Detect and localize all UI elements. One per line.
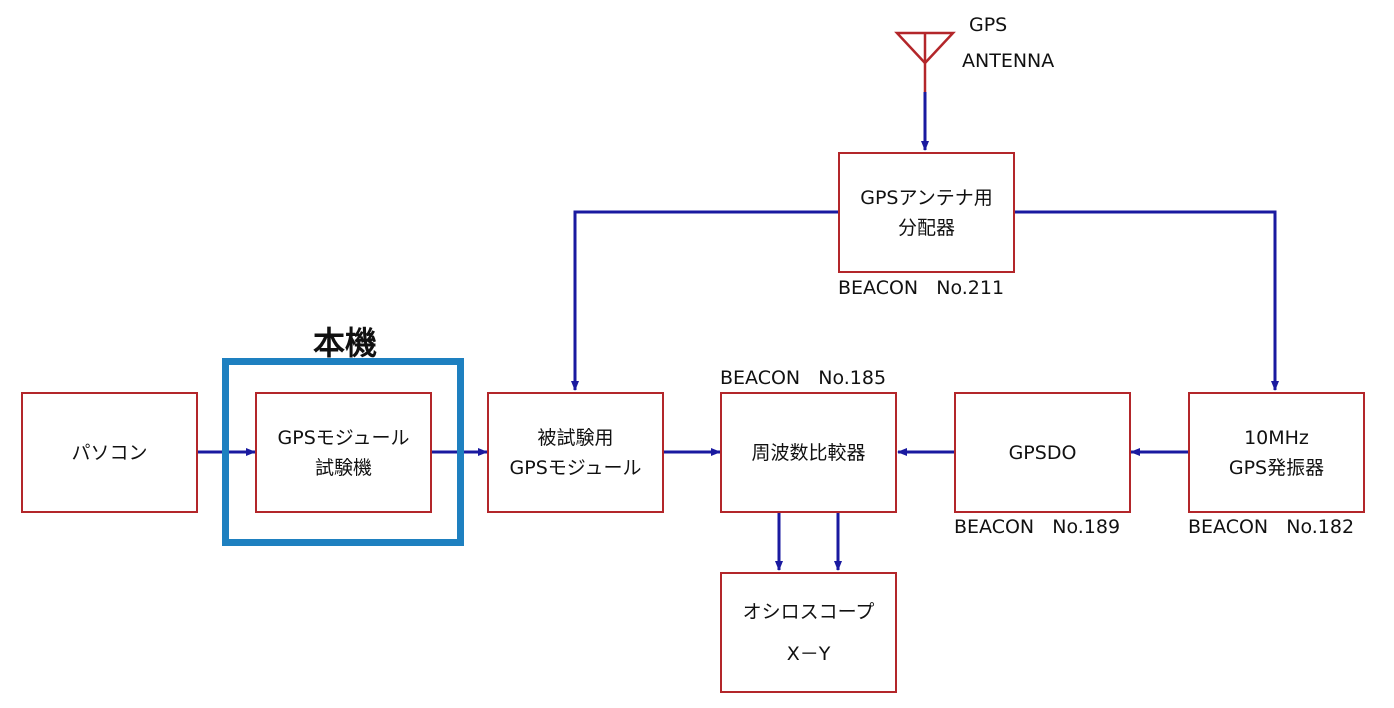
comparator-box: 周波数比較器 [720, 392, 897, 513]
tester-line2: 試験機 [314, 456, 372, 479]
pc-line1: パソコン [71, 441, 148, 464]
pc-box: パソコン [21, 392, 198, 513]
osc10-beacon-label: BEACON No.182 [1188, 516, 1355, 538]
gpsdo-beacon-label: BEACON No.189 [954, 516, 1121, 538]
wire-splitter-dut [571, 210, 838, 391]
gpsdo-box: GPSDO [954, 392, 1131, 513]
tester-line1: GPSモジュール [277, 426, 410, 449]
antenna-label-1: GPS [969, 14, 1008, 36]
splitter-line2: 分配器 [897, 216, 955, 239]
antenna-icon [894, 31, 956, 92]
dut-box: 被試験用 GPSモジュール [487, 392, 664, 513]
wire-splitter-osc [1015, 210, 1279, 391]
splitter-line1: GPSアンテナ用 [860, 186, 993, 209]
splitter-beacon-label: BEACON No.211 [838, 277, 1005, 299]
scope-line2: X－Y [786, 642, 831, 665]
antenna-label-2: ANTENNA [962, 50, 1055, 72]
comparator-line1: 周波数比較器 [751, 441, 866, 464]
gpsdo-line1: GPSDO [1008, 441, 1077, 464]
scope-line1: オシロスコープ [742, 600, 875, 623]
highlight-frame [222, 358, 464, 546]
comparator-beacon-label: BEACON No.185 [720, 367, 887, 389]
highlight-title: 本機 [313, 324, 378, 362]
dut-line1: 被試験用 [537, 426, 614, 449]
osc10-line2: GPS発振器 [1228, 456, 1325, 479]
splitter-box: GPSアンテナ用 分配器 [838, 152, 1015, 273]
osc10-line1: 10MHz [1244, 426, 1309, 449]
osc10-box: 10MHz GPS発振器 [1188, 392, 1365, 513]
dut-line2: GPSモジュール [509, 456, 642, 479]
scope-box: オシロスコープ X－Y [720, 572, 897, 693]
tester-box: GPSモジュール 試験機 [255, 392, 432, 513]
